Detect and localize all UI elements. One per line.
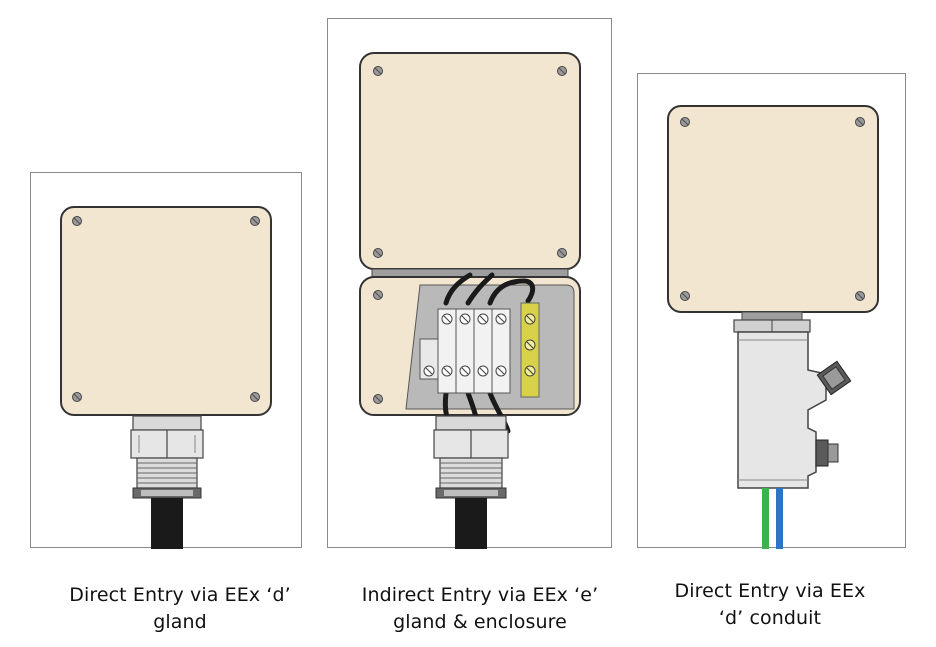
conduit-coupling [733, 311, 811, 333]
cable [455, 498, 487, 549]
internal-wiring [442, 272, 536, 436]
earth-terminal [520, 302, 540, 398]
caption-direct-conduit: Direct Entry via EEx ‘d’ conduit [620, 578, 920, 632]
panel-direct-entry-conduit [637, 73, 906, 549]
caption-line: Indirect Entry via EEx ‘e’ [361, 584, 599, 606]
cable-gland [130, 415, 204, 499]
wire-green [762, 488, 769, 549]
caption-indirect-entry: Indirect Entry via EEx ‘e’ gland & enclo… [325, 582, 635, 636]
cable [151, 498, 183, 549]
enclosure-box [60, 206, 272, 416]
caption-line: Direct Entry via EEx ‘d’ [69, 584, 291, 606]
terminal-blocks [419, 308, 511, 394]
wire-blue [776, 488, 783, 549]
diagram-direct-conduit [667, 105, 879, 549]
caption-line: Direct Entry via EEx [674, 580, 866, 602]
caption-direct-gland: Direct Entry via EEx ‘d’ gland [30, 582, 330, 636]
diagram-direct-gland [60, 206, 272, 549]
diagram-indirect-entry [359, 52, 581, 549]
caption-line: ‘d’ conduit [718, 607, 822, 629]
enclosure-box [667, 105, 879, 313]
caption-line: gland & enclosure [393, 611, 567, 633]
upper-enclosure [359, 52, 581, 270]
panel-indirect-entry [327, 18, 612, 549]
cable-gland-e [433, 415, 509, 499]
caption-line: gland [153, 611, 207, 633]
sealing-fitting [737, 331, 852, 489]
panel-direct-entry-gland [30, 172, 302, 549]
